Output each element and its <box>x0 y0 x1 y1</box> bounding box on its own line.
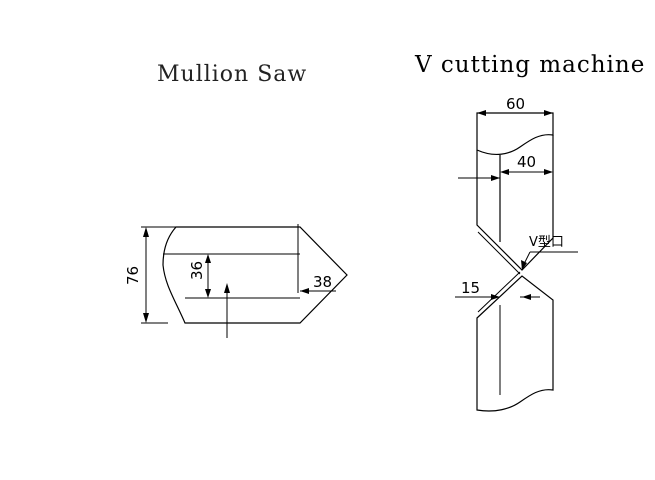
v-cutting-machine-title: V cutting machine <box>415 52 646 78</box>
dim-40-arrow-left <box>500 169 509 175</box>
dim-15-arrow <box>491 294 500 300</box>
vcut-groove-inner-lower <box>477 271 521 313</box>
dim-15-label: 15 <box>461 279 480 297</box>
dim-36-arrow-top <box>205 254 211 263</box>
vcut-lower-body <box>476 275 554 412</box>
dim-40-arrow-right <box>544 169 553 175</box>
vcut-groove-inner-left <box>477 231 521 275</box>
dim-76-arrow-top <box>143 227 149 237</box>
vcut-upper-piece <box>476 112 554 156</box>
dim-38-label: 38 <box>313 273 332 291</box>
dim-36-arrow-bottom <box>205 289 211 298</box>
mullion-profile-outline <box>162 226 348 324</box>
mullion-saw-drawing: 76 36 38 <box>124 224 348 338</box>
dim-60-arrow-left <box>477 110 486 116</box>
dim-76-arrow-bottom <box>143 313 149 323</box>
v-label-leader-arrow <box>521 260 527 270</box>
mullion-pointer-arrow <box>224 283 230 293</box>
dim-40-ext-arrow <box>491 175 500 181</box>
dim-76-label: 76 <box>124 266 142 285</box>
dim-40-label: 40 <box>517 153 536 171</box>
v-groove-label: V型口 <box>529 235 564 250</box>
dim-36-label: 36 <box>188 261 206 280</box>
mullion-saw-title: Mullion Saw <box>157 62 308 87</box>
dim-60-label: 60 <box>506 95 525 113</box>
v-cutting-drawing: 60 40 V型口 15 <box>455 95 578 412</box>
dim-15-arrow-right <box>522 294 531 300</box>
dim-60-arrow-right <box>544 110 553 116</box>
dim-38-arrow <box>300 288 309 294</box>
